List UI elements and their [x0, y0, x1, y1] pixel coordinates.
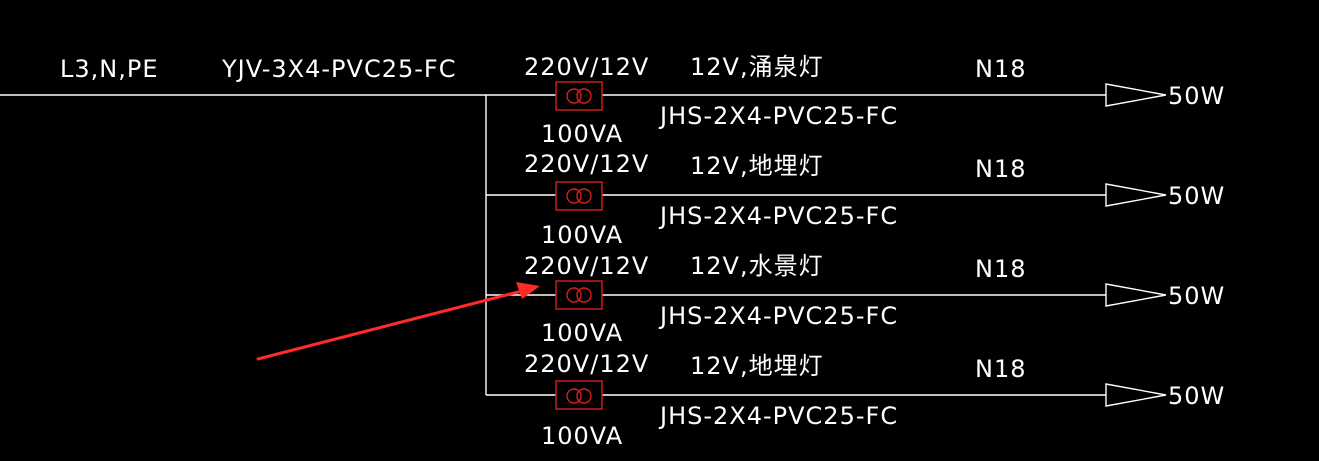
- load-arrow-icon: [1105, 83, 1167, 107]
- main-cable-label: YJV-3X4-PVC25-FC: [221, 55, 456, 83]
- load-description: 12V,地埋灯: [690, 352, 824, 380]
- transformer-ratio: 220V/12V: [524, 252, 649, 280]
- branch-0: 220V/12V 100VA 12V,涌泉灯 JHS-2X4-PVC25-FC …: [486, 53, 1225, 148]
- circuit-id: N18: [975, 155, 1027, 183]
- transformer-ratio: 220V/12V: [524, 150, 649, 178]
- load-arrow-icon: [1105, 283, 1167, 307]
- red-pointer-arrow-icon: [256, 282, 540, 361]
- load-description: 12V,涌泉灯: [690, 53, 824, 81]
- branch-3: 220V/12V 100VA 12V,地埋灯 JHS-2X4-PVC25-FC …: [486, 350, 1225, 450]
- transformer-icon: [555, 380, 603, 410]
- transformer-capacity: 100VA: [541, 120, 623, 148]
- branch-2: 220V/12V 100VA 12V,水景灯 JHS-2X4-PVC25-FC …: [486, 252, 1225, 347]
- transformer-icon: [555, 81, 603, 111]
- load-power: 50W: [1168, 382, 1225, 410]
- circuit-id: N18: [975, 355, 1027, 383]
- transformer-ratio: 220V/12V: [524, 53, 649, 81]
- transformer-icon: [555, 181, 603, 211]
- load-description: 12V,地埋灯: [690, 152, 824, 180]
- load-arrow-icon: [1105, 183, 1167, 207]
- load-power: 50W: [1168, 82, 1225, 110]
- branch-cable-label: JHS-2X4-PVC25-FC: [658, 102, 898, 130]
- branch-1: 220V/12V 100VA 12V,地埋灯 JHS-2X4-PVC25-FC …: [486, 150, 1225, 249]
- branch-cable-label: JHS-2X4-PVC25-FC: [658, 302, 898, 330]
- transformer-capacity: 100VA: [541, 422, 623, 450]
- circuit-id: N18: [975, 255, 1027, 283]
- transformer-capacity: 100VA: [541, 319, 623, 347]
- transformer-ratio: 220V/12V: [524, 350, 649, 378]
- load-power: 50W: [1168, 282, 1225, 310]
- main-phase-label: L3,N,PE: [60, 55, 159, 83]
- branch-cable-label: JHS-2X4-PVC25-FC: [658, 202, 898, 230]
- transformer-icon: [555, 280, 603, 310]
- load-arrow-icon: [1105, 383, 1167, 407]
- circuit-id: N18: [975, 55, 1027, 83]
- transformer-capacity: 100VA: [541, 221, 623, 249]
- branch-cable-label: JHS-2X4-PVC25-FC: [658, 402, 898, 430]
- load-description: 12V,水景灯: [690, 252, 824, 280]
- load-power: 50W: [1168, 182, 1225, 210]
